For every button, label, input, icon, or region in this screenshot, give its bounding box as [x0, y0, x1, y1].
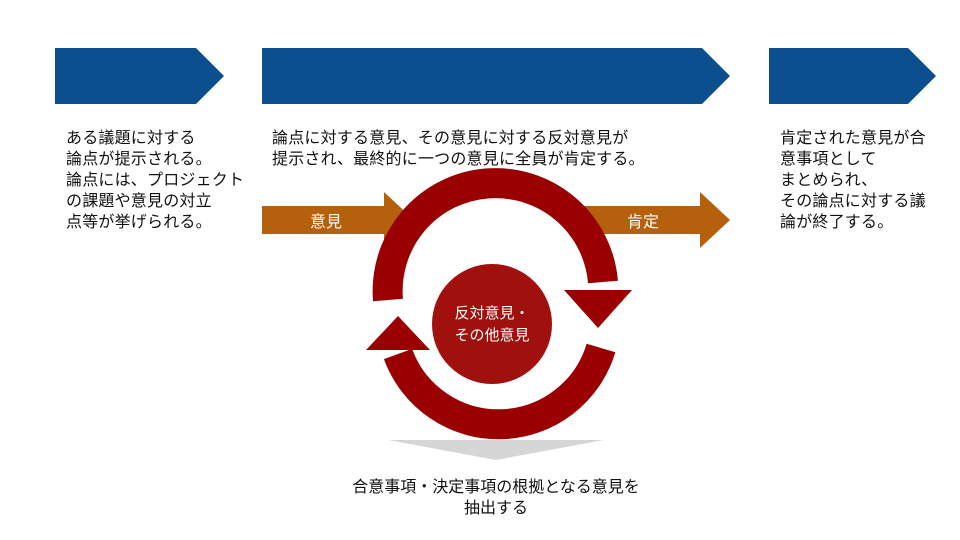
extraction-caption: 合意事項・決定事項の根拠となる意見を 抽出する — [352, 477, 640, 517]
header-chevron-agreement — [769, 48, 936, 104]
agreement-description: 肯定された意見が合 意事項として まとめられ、 その論点に対する議 論が終了する… — [780, 128, 926, 231]
cycle-arrow-top — [372, 168, 618, 302]
input-arrow-label: 意見 — [309, 212, 342, 231]
extraction-funnel — [388, 440, 604, 460]
header-exchange-title: 意見の応酬 — [434, 17, 540, 41]
cycle-arrow-bottom — [383, 343, 616, 440]
input-arrow — [262, 192, 414, 248]
proposal-description: ある議題に対する 論点が提示される。 論点には、プロジェクト の課題や意見の対立… — [66, 128, 245, 231]
header-proposal-title: 問題提起 — [88, 17, 172, 41]
cycle-arrowhead-bottom — [366, 316, 430, 350]
output-arrow-label: 肯定 — [626, 212, 659, 231]
header-agreement-title: 合意 — [824, 17, 866, 41]
output-arrow — [577, 192, 730, 248]
cycle-arrowhead-top — [564, 290, 632, 328]
center-circle — [432, 264, 552, 384]
center-circle-label: 反対意見・ その他意見 — [454, 304, 530, 344]
header-chevron-proposal — [55, 48, 224, 104]
exchange-description: 論点に対する意見、その意見に対する反対意見が 提示され、最終的に一つの意見に全員… — [272, 128, 645, 168]
header-chevron-exchange — [262, 48, 730, 104]
